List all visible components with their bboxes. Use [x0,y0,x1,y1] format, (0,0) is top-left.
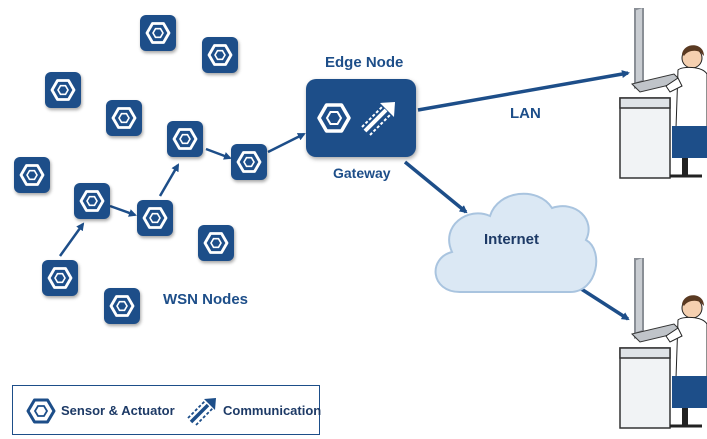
hexagon-sensor-icon [109,295,135,317]
hexagon-sensor-icon [236,151,262,173]
gateway-icons [317,102,395,136]
sensor-node [167,121,203,157]
user-at-computer-icon [619,258,707,429]
workstation-lan [619,8,707,179]
hexagon-sensor-icon [207,44,233,66]
lan-label: LAN [510,105,541,122]
sensor-node [14,157,50,193]
hexagon-sensor-icon [145,22,171,44]
hexagon-sensor-icon [111,107,137,129]
hexagon-sensor-icon [47,267,73,289]
hexagon-sensor-icon [79,190,105,212]
wsn-connections [58,132,306,257]
legend: Sensor & Actuator Communication [12,385,322,435]
hexagon-sensor-icon [142,207,168,229]
wsn-arrow-1 [58,222,85,257]
edge-gateway-node [306,79,416,157]
sensor-node [74,183,110,219]
gateway-label: Gateway [333,165,391,181]
edge-node-label: Edge Node [325,54,404,71]
legend-communication-label: Communication [223,403,322,418]
sensor-node [137,200,173,236]
sensor-node [45,72,81,108]
legend-sensor-label: Sensor & Actuator [61,403,175,418]
wsn-arrow-2 [109,204,137,217]
hexagon-sensor-icon [203,232,229,254]
sensor-node [104,288,140,324]
hexagon-sensor-icon [50,79,76,101]
sensor-node [140,15,176,51]
sensor-node [198,225,234,261]
hexagon-sensor-icon [26,398,56,424]
sensor-node [106,100,142,136]
communication-icon [187,398,216,426]
communication-icon [361,102,395,136]
sensor-node [42,260,78,296]
wsn-arrow-4 [205,147,232,160]
sensor-node [231,144,267,180]
internet-label: Internet [484,231,540,248]
sensor-node [202,37,238,73]
user-at-computer-icon [619,8,707,179]
gateway-internet-link [403,160,468,214]
hexagon-sensor-icon [317,103,351,133]
workstation-internet [619,258,707,429]
internet-cloud [434,192,598,293]
wsn-arrow-5 [267,132,306,154]
hexagon-sensor-icon [172,128,198,150]
lan-link [417,70,630,112]
wsn-nodes-label: WSN Nodes [163,291,249,308]
hexagon-sensor-icon [19,164,45,186]
wsn-arrow-3 [158,163,180,197]
